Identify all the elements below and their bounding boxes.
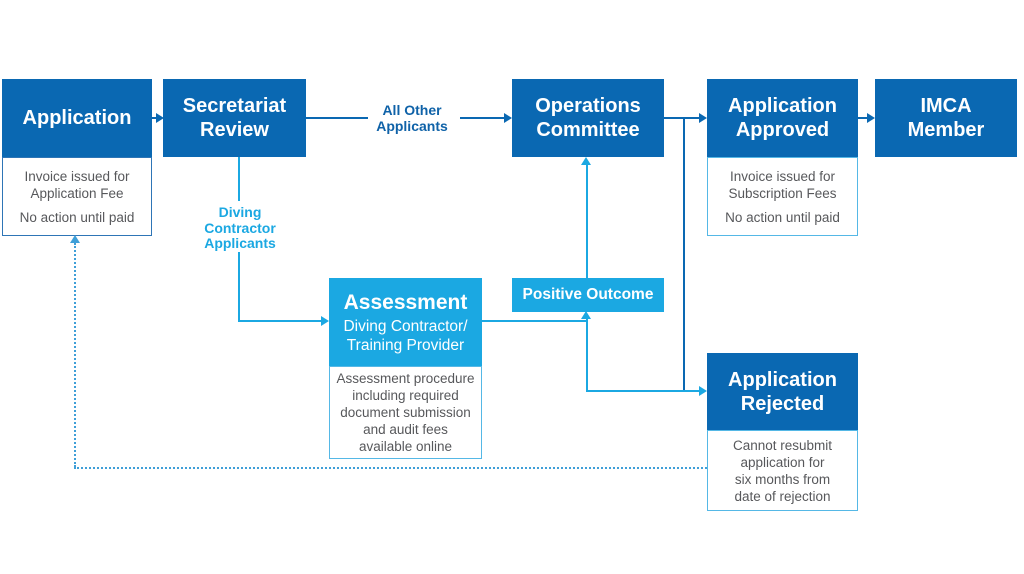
connector-secretariat-to-assessment-arrow-icon <box>321 316 329 326</box>
node-application-approved: Application Approved <box>707 79 858 157</box>
connector-positive-outcome-to-operations <box>586 165 588 278</box>
node-assessment: Assessment Diving Contractor/ Training P… <box>329 278 482 366</box>
connector-application-to-secretariat-arrow-icon <box>156 113 164 123</box>
node-application-rejected-title: Application Rejected <box>728 368 837 415</box>
connector-secretariat-to-operations-arrow-icon <box>504 113 512 123</box>
label-diving-contractor-applicants: Diving Contractor Applicants <box>204 204 276 251</box>
node-application-approved-title: Application Approved <box>728 95 837 141</box>
node-imca-member: IMCA Member <box>875 79 1017 157</box>
connector-application-to-secretariat <box>152 117 157 119</box>
note-subscription-fees-line2: No action until paid <box>725 209 840 225</box>
connector-rejection-resubmit-arrow-icon <box>70 235 80 243</box>
note-application-fee-line2: No action until paid <box>19 209 135 225</box>
connector-approved-to-imca-arrow-icon <box>867 113 875 123</box>
connector-to-rejected-arrow-icon <box>699 386 707 396</box>
node-operations-committee-title: Operations Committee <box>535 95 641 141</box>
connector-operations-to-rejected-vertical <box>683 117 685 392</box>
node-assessment-title: Assessment <box>343 290 468 314</box>
connector-to-rejected-horizontal <box>586 390 699 392</box>
node-operations-committee: Operations Committee <box>512 79 664 157</box>
node-secretariat-review: Secretariat Review <box>163 79 306 157</box>
note-subscription-fees: Invoice issued for Subscription Fees No … <box>707 157 858 236</box>
note-application-fee-line1: Invoice issued for Application Fee <box>24 168 130 201</box>
connector-secretariat-to-assessment-horizontal <box>238 320 321 322</box>
node-application-title: Application <box>22 107 132 129</box>
connector-secretariat-to-assessment-bottom <box>238 252 240 321</box>
connector-operations-to-approved <box>664 117 700 119</box>
note-assessment-procedure: Assessment procedure including required … <box>329 366 482 459</box>
connector-approved-to-imca <box>858 117 868 119</box>
note-subscription-fees-line1: Invoice issued for Subscription Fees <box>728 168 837 201</box>
connector-assessment-branch-vertical <box>586 318 588 392</box>
connector-secretariat-to-operations-left <box>306 117 368 119</box>
connector-secretariat-to-assessment-top <box>238 157 240 201</box>
note-application-fee: Invoice issued for Application Fee No ac… <box>2 157 152 236</box>
note-assessment-procedure-text: Assessment procedure including required … <box>336 371 475 454</box>
connector-positive-outcome-to-operations-arrow-icon <box>581 157 591 165</box>
node-secretariat-review-title: Secretariat Review <box>182 95 287 141</box>
node-positive-outcome-title: Positive Outcome <box>522 286 654 303</box>
note-rejection: Cannot resubmit application for six mont… <box>707 430 858 511</box>
connector-to-positive-outcome-arrow-icon <box>581 311 591 319</box>
connector-secretariat-to-operations-right <box>460 117 505 119</box>
node-assessment-subtitle: Diving Contractor/ Training Provider <box>343 317 468 354</box>
connector-operations-to-approved-arrow-icon <box>699 113 707 123</box>
connector-rejection-resubmit-vertical <box>74 243 76 467</box>
connector-assessment-out <box>482 320 588 322</box>
node-positive-outcome: Positive Outcome <box>512 278 664 312</box>
connector-rejection-resubmit-horizontal <box>74 467 707 469</box>
note-rejection-text: Cannot resubmit application for six mont… <box>732 437 833 504</box>
node-imca-member-title: IMCA Member <box>907 95 985 141</box>
node-application-rejected: Application Rejected <box>707 353 858 430</box>
label-all-other-applicants: All Other Applicants <box>376 102 448 134</box>
node-application: Application <box>2 79 152 157</box>
